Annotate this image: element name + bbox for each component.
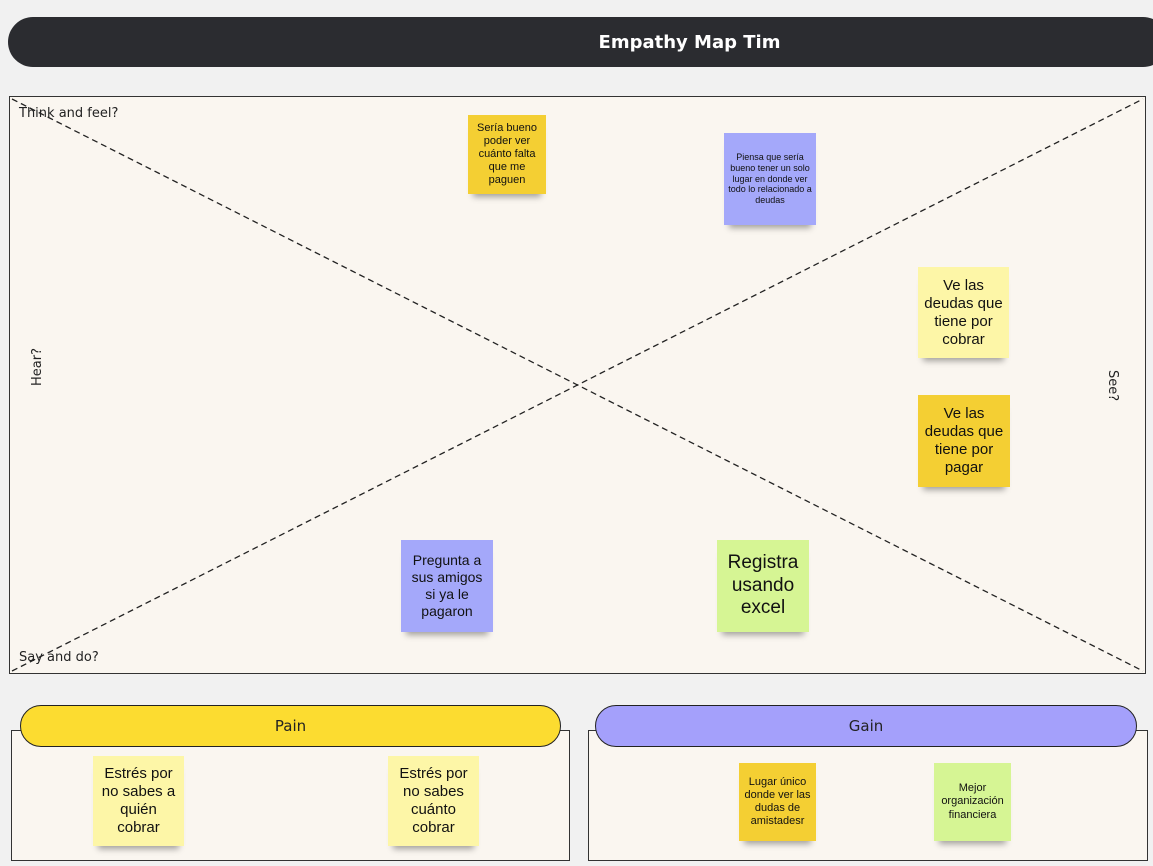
sticky-note-text: Registra usando excel (727, 551, 799, 619)
sticky-note[interactable]: Pregunta a sus amigos si ya le pagaron (401, 540, 493, 632)
title-bar: Empathy Map Tim (8, 17, 1153, 67)
quadrant-label-see: See? (1105, 370, 1120, 402)
sticky-note[interactable]: Ve las deudas que tiene por cobrar (918, 267, 1009, 358)
quadrant-label-say-do: Say and do? (19, 650, 99, 665)
sticky-note[interactable]: Sería bueno poder ver cuánto falta que m… (468, 115, 546, 194)
sticky-note[interactable]: Mejor organización financiera (934, 763, 1011, 841)
sticky-note-text: Estrés por no sabes cuánto cobrar (399, 765, 468, 836)
quadrant-label-think-feel: Think and feel? (19, 106, 119, 121)
pain-header: Pain (20, 705, 561, 747)
quadrant-label-hear: Hear? (30, 348, 45, 386)
sticky-note-text: Estrés por no sabes a quién cobrar (101, 765, 176, 836)
quadrant-diagonals (11, 98, 1144, 672)
sticky-note-text: Ve las deudas que tiene por pagar (924, 405, 1004, 476)
sticky-note-text: Lugar único donde ver las dudas de amist… (744, 775, 811, 828)
sticky-note[interactable]: Piensa que sería bueno tener un solo lug… (724, 133, 816, 225)
sticky-note-text: Pregunta a sus amigos si ya le pagaron (411, 552, 483, 619)
sticky-note-text: Sería bueno poder ver cuánto falta que m… (477, 121, 537, 187)
sticky-note[interactable]: Estrés por no sabes cuánto cobrar (388, 756, 479, 846)
sticky-note-text: Piensa que sería bueno tener un solo lug… (728, 152, 812, 206)
gain-header: Gain (595, 705, 1137, 747)
sticky-note[interactable]: Lugar único donde ver las dudas de amist… (739, 763, 816, 841)
sticky-note[interactable]: Registra usando excel (717, 540, 809, 632)
sticky-note-text: Ve las deudas que tiene por cobrar (924, 276, 1003, 348)
sticky-note[interactable]: Ve las deudas que tiene por pagar (918, 395, 1010, 487)
empathy-map-frame: Think and feel? Say and do? Hear? See? (9, 96, 1146, 674)
gain-section (588, 730, 1148, 861)
sticky-note[interactable]: Estrés por no sabes a quién cobrar (93, 756, 184, 846)
board-title: Empathy Map Tim (598, 32, 781, 53)
sticky-note-text: Mejor organización financiera (941, 782, 1004, 821)
